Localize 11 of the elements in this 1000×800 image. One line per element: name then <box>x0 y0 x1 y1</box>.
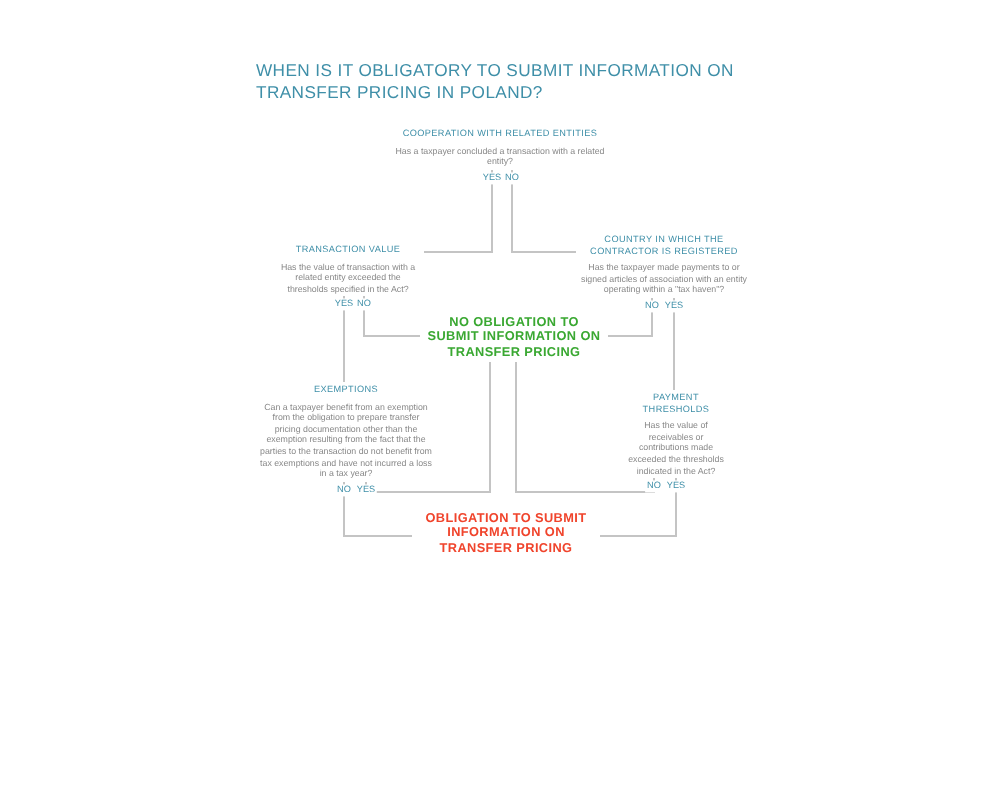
connector-line <box>607 297 653 337</box>
connector-line <box>363 295 421 337</box>
connector-line <box>511 169 577 253</box>
connector-line <box>515 361 655 493</box>
connector-line <box>673 297 675 391</box>
connector-line <box>365 361 491 493</box>
connector-line <box>599 477 677 537</box>
connector-line <box>423 169 493 253</box>
title: WHEN IS IT OBLIGATORY TO SUBMIT INFORMATION ON TRANSFER PRICING IN POLAND? <box>256 60 736 104</box>
connector-line <box>343 295 345 383</box>
connector-line <box>343 481 413 537</box>
